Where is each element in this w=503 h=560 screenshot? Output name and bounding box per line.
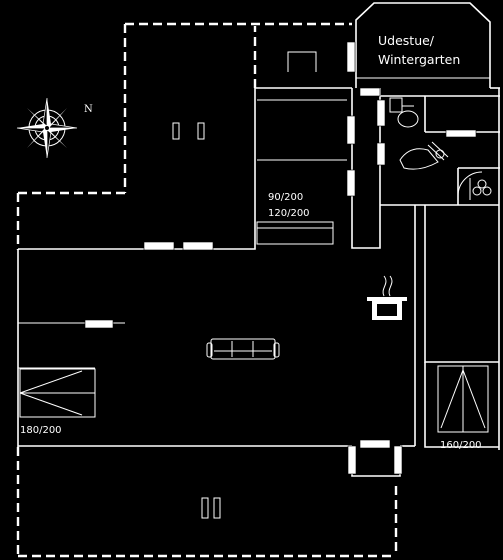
conservatory-label-line1: Udestue/	[378, 33, 435, 48]
terrace-top-outline	[16, 22, 352, 250]
table-icon	[287, 51, 317, 72]
right-bed-size: 160/200	[440, 440, 482, 451]
conservatory-outline	[355, 2, 500, 89]
exterior-walls	[17, 87, 500, 477]
bed-icon	[19, 368, 96, 418]
sauna-stove-icon	[457, 171, 492, 200]
bunk-bed-size-lower: 120/200	[268, 208, 310, 219]
left-bed-size: 180/200	[20, 425, 62, 436]
conservatory-label-line2: Wintergarten	[378, 52, 460, 67]
bunk-bed-size-upper: 90/200	[268, 192, 303, 203]
table-icon	[201, 497, 221, 519]
terrace-bottom-outline	[16, 447, 398, 558]
compass-rose-icon	[16, 97, 78, 159]
table-icon	[172, 122, 205, 140]
bed-icon	[437, 365, 489, 433]
sofa-icon	[206, 338, 280, 360]
toilet-icon	[389, 97, 419, 128]
bunk-bed-icon	[256, 221, 334, 245]
compass-north-label: N	[84, 104, 93, 115]
shower-icon	[399, 141, 449, 170]
cooking-pot-icon	[367, 275, 407, 320]
windows	[84, 41, 477, 475]
